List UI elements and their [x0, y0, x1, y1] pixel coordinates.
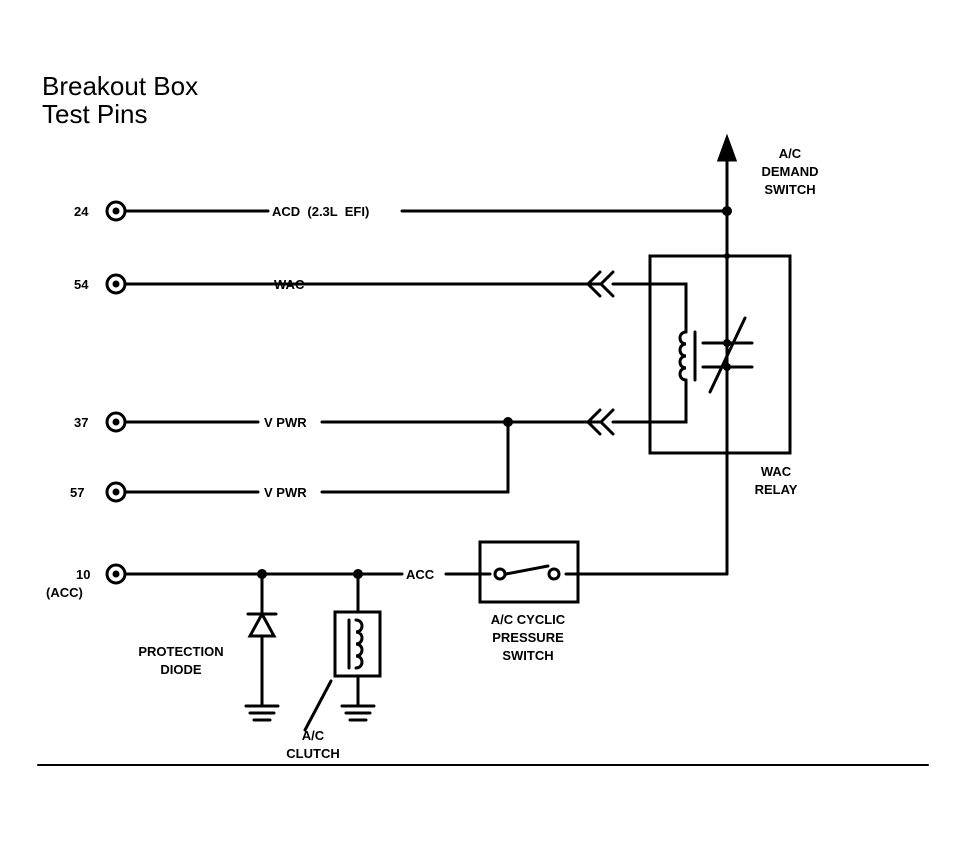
- clutch-coil: [354, 618, 364, 670]
- pin-label-54: 54: [74, 277, 89, 292]
- ground-diode: [244, 704, 280, 722]
- wire-label-vpwr-37: V PWR: [264, 415, 307, 430]
- wire-vpwr-57: [123, 420, 510, 494]
- pin-label-24: 24: [74, 204, 89, 219]
- wac-relay-label: WAC RELAY: [755, 464, 798, 497]
- svg-text:A/C CYCLIC: A/C CYCLIC: [491, 612, 566, 627]
- pin-10-terminal: [105, 563, 127, 585]
- test-pin-terminals: [105, 200, 127, 585]
- pin-label-57: 57: [70, 485, 84, 500]
- demand-switch-arrow: [716, 133, 738, 162]
- pin-24-terminal: [105, 200, 127, 222]
- svg-text:A/C: A/C: [302, 728, 325, 743]
- title-line-1: Breakout Box: [42, 71, 199, 101]
- connector-wac: [585, 270, 615, 298]
- wac-relay-box: [648, 254, 792, 455]
- wire-label-wac: WAC: [274, 277, 305, 292]
- ground-clutch: [340, 704, 376, 722]
- clutch-label: A/C CLUTCH: [286, 728, 339, 761]
- cyclic-switch-blade: [504, 564, 550, 576]
- svg-text:RELAY: RELAY: [755, 482, 798, 497]
- svg-text:PRESSURE: PRESSURE: [492, 630, 564, 645]
- cyclic-switch-box: [478, 540, 580, 604]
- junction-vpwr: [503, 417, 513, 427]
- svg-text:DEMAND: DEMAND: [761, 164, 818, 179]
- svg-text:A/C: A/C: [779, 146, 802, 161]
- svg-text:SWITCH: SWITCH: [502, 648, 553, 663]
- pin-54-terminal: [105, 273, 127, 295]
- junction-diode: [257, 569, 267, 579]
- connector-vpwr: [585, 408, 615, 436]
- pin-label-10-sub: (ACC): [46, 585, 83, 600]
- wire-acc: [123, 148, 729, 576]
- junction-acd: [722, 206, 732, 216]
- title-line-2: Test Pins: [42, 99, 148, 129]
- svg-text:SWITCH: SWITCH: [764, 182, 815, 197]
- wire-label-acd: ACD (2.3L EFI): [272, 204, 369, 219]
- cyclic-switch-contacts: [493, 567, 561, 581]
- junction-dots: [257, 206, 732, 579]
- pin-label-37: 37: [74, 415, 88, 430]
- clutch-leader: [303, 679, 333, 732]
- pin-37-terminal: [105, 411, 127, 433]
- cyclic-switch-label: A/C CYCLIC PRESSURE SWITCH: [491, 612, 566, 663]
- svg-text:DIODE: DIODE: [160, 662, 202, 677]
- junction-clutch: [353, 569, 363, 579]
- demand-switch-label: A/C DEMAND SWITCH: [761, 146, 818, 197]
- svg-text:CLUTCH: CLUTCH: [286, 746, 339, 761]
- pin-label-10: 10: [76, 567, 90, 582]
- wire-label-vpwr-57: V PWR: [264, 485, 307, 500]
- pin-57-terminal: [105, 481, 127, 503]
- protection-diode: [246, 610, 278, 638]
- relay-coil: [678, 330, 688, 382]
- svg-text:WAC: WAC: [761, 464, 792, 479]
- svg-text:PROTECTION: PROTECTION: [138, 644, 223, 659]
- protection-diode-label: PROTECTION DIODE: [138, 644, 223, 677]
- diagram-title: Breakout Box Test Pins: [42, 72, 198, 128]
- junction-relay-top: [724, 253, 730, 259]
- wire-label-acc: ACC: [406, 567, 435, 582]
